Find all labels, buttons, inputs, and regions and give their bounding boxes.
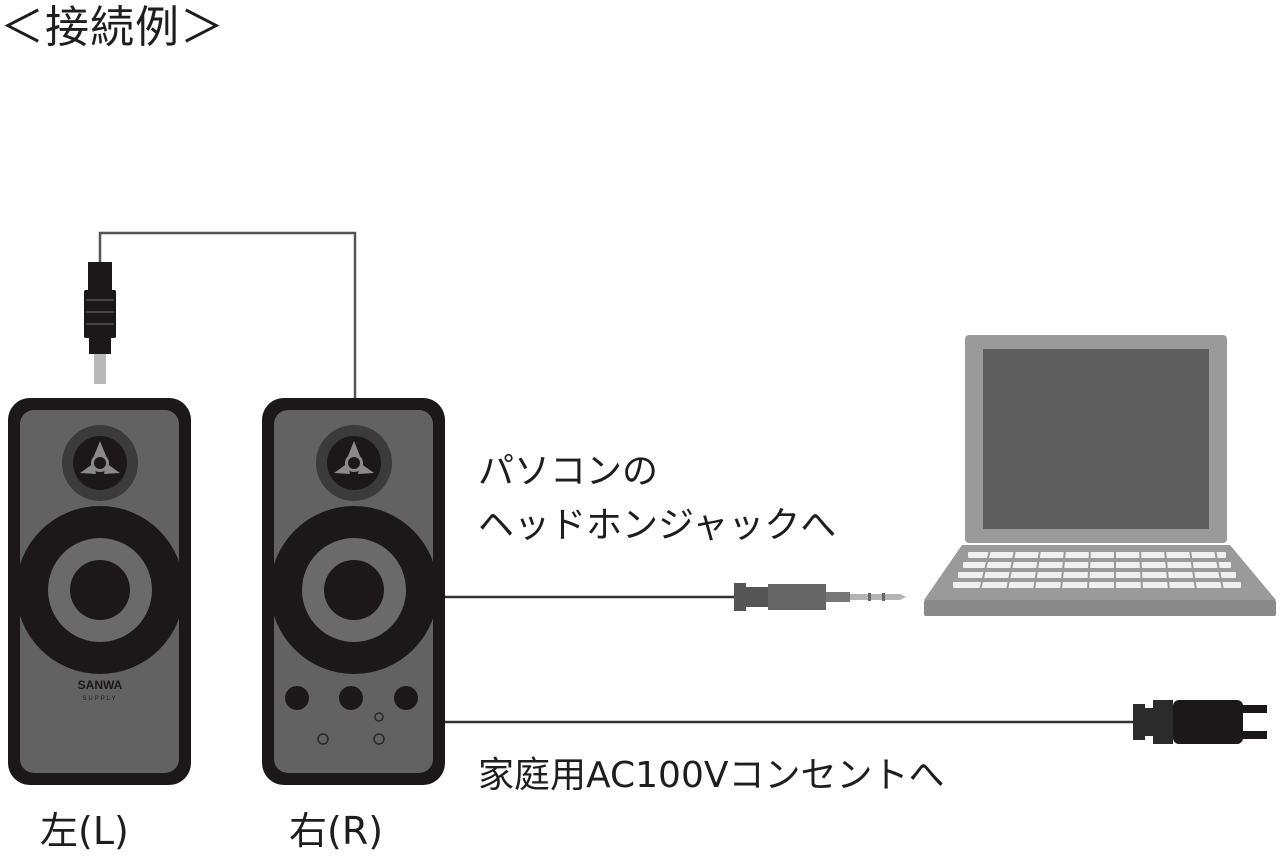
right-speaker bbox=[262, 398, 445, 785]
laptop-keyboard bbox=[953, 552, 1241, 588]
left-speaker: SANWA SUPPLY bbox=[8, 398, 191, 785]
speaker-link-plug bbox=[84, 262, 116, 384]
right-speaker-label: 右(R) bbox=[289, 809, 384, 853]
left-woofer bbox=[16, 506, 184, 674]
right-woofer bbox=[270, 506, 438, 674]
speaker-link-cable bbox=[98, 231, 357, 398]
left-tweeter bbox=[62, 425, 138, 501]
svg-text:SUPPLY: SUPPLY bbox=[82, 696, 117, 702]
left-speaker-label: 左(L) bbox=[40, 809, 129, 853]
right-tweeter bbox=[316, 425, 392, 501]
laptop bbox=[924, 335, 1276, 616]
control-knobs bbox=[285, 686, 418, 710]
outlet-label: 家庭用AC100Vコンセントへ bbox=[478, 755, 945, 796]
pc-headphone-label-line2: ヘッドホンジャックへ bbox=[478, 505, 837, 546]
laptop-key-gaps bbox=[979, 549, 1224, 591]
diagram-title: ＜接続例＞ bbox=[0, 2, 225, 53]
input-jacks bbox=[317, 712, 385, 745]
power-plug bbox=[1133, 700, 1267, 744]
audio-plug bbox=[734, 583, 906, 611]
svg-text:SANWA: SANWA bbox=[78, 678, 123, 692]
pc-headphone-label-line1: パソコンの bbox=[478, 451, 659, 492]
brand-logo: SANWA SUPPLY bbox=[78, 678, 123, 702]
